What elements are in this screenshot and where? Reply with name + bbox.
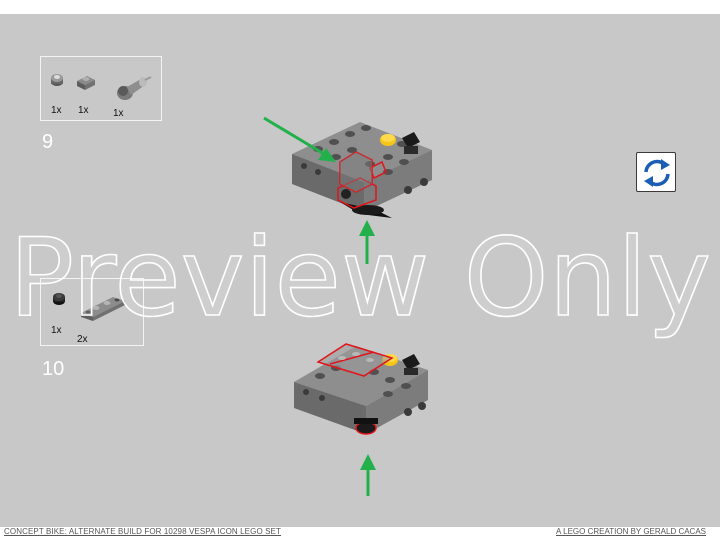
part-qty: 1x (51, 105, 62, 116)
plate-1x1-icon (77, 76, 95, 90)
instruction-canvas: 1x 1x 1x 9 1x 2x 10 (0, 14, 720, 526)
step-10-parts-callout: 1x 2x (40, 278, 144, 346)
step-10-model-illustration (294, 343, 428, 496)
footer-credit: A LEGO CREATION BY GERALD CACAS (556, 527, 706, 536)
part-qty: 1x (78, 105, 89, 116)
plate-with-hole-1x2-icon (81, 297, 125, 321)
part-qty: 1x (51, 325, 62, 336)
footer: CONCEPT BIKE: ALTERNATE BUILD FOR 10298 … (0, 526, 720, 540)
step-9-parts-callout: 1x 1x 1x (40, 56, 162, 121)
step-number: 9 (42, 131, 54, 153)
round-plate-1x1-icon (51, 74, 63, 86)
rotate-icon (636, 152, 676, 192)
step-9-model-illustration (263, 116, 432, 264)
part-qty: 1x (113, 108, 124, 119)
part-qty: 2x (77, 334, 88, 345)
step-number: 10 (42, 358, 65, 380)
footer-title: CONCEPT BIKE: ALTERNATE BUILD FOR 10298 … (4, 527, 281, 536)
round-brick-with-pin-icon (117, 76, 152, 100)
round-plate-1x1-black-icon (53, 293, 65, 305)
preview-watermark: Preview Only (8, 216, 712, 341)
footer-divider (0, 526, 720, 527)
